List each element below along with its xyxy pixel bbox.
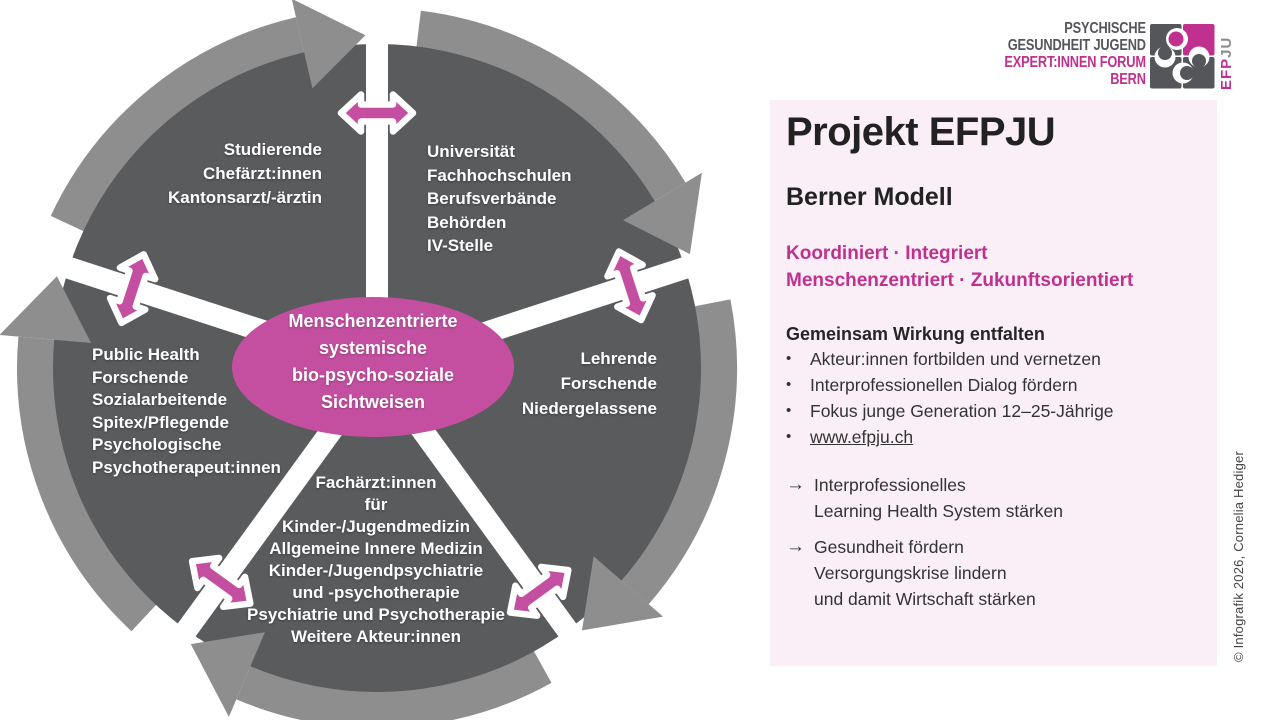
center-ellipse	[232, 297, 514, 437]
exchange-arrow-icon	[337, 91, 417, 135]
ring-arrowhead	[190, 632, 265, 717]
segment-top-left-stakeholders: Studierende Chefärzt:innen Kantonsarzt/-…	[168, 140, 322, 207]
bullet-text: Akteur:innen fortbilden und vernetzen	[810, 349, 1101, 369]
segment-right-stakeholders: Lehrende Forschende Niedergelassene	[521, 349, 657, 418]
project-info-panel: Projekt EFPJU Berner Modell Koordiniert …	[770, 100, 1217, 666]
center-ellipse-label: Menschenzentrierte systemische bio-psych…	[288, 311, 458, 412]
website-link[interactable]: www.efpju.ch	[810, 427, 914, 447]
outcome-text: Gesundheit fördern Versorgungskrise lind…	[814, 537, 1036, 609]
right-arrow-icon: →	[786, 536, 805, 557]
bullet-item: • Fokus junge Generation 12–25-Jährige	[786, 398, 1199, 424]
stakeholder-cycle-diagram	[0, 0, 737, 720]
page-title: Projekt EFPJU	[786, 110, 1056, 154]
puzzle-logo-icon	[1150, 24, 1215, 89]
bullet-item: • Interprofessionellen Dialog fördern	[786, 372, 1199, 398]
ring-arrowhead	[0, 276, 92, 343]
bullet-icon: •	[786, 376, 792, 393]
page-subtitle: Berner Modell	[786, 183, 953, 211]
credit-line: © Infografik 2026, Cornelia Hediger	[1231, 451, 1246, 662]
bullet-icon: •	[786, 402, 792, 419]
section-heading: Gemeinsam Wirkung entfalten	[786, 324, 1045, 344]
exchange-arrows	[106, 91, 656, 619]
logo-line: PSYCHISCHE	[1064, 20, 1146, 37]
ring-arrow-band	[413, 10, 686, 211]
outcome-item: → Gesundheit fördern Versorgungskrise li…	[786, 534, 1199, 612]
bullet-item: • www.efpju.ch	[786, 424, 1199, 450]
exchange-arrow-icon	[188, 554, 254, 611]
right-arrow-icon: →	[786, 474, 805, 495]
logo-line: EXPERT:INNEN FORUM	[1004, 54, 1147, 71]
cycle-ring-arrows	[17, 10, 737, 720]
bullet-text: Fokus junge Generation 12–25-Jährige	[810, 401, 1114, 421]
bullet-item: • Akteur:innen fortbilden und vernetzen	[786, 346, 1199, 372]
bullet-text: Interprofessionellen Dialog fördern	[810, 375, 1078, 395]
acronym-gray-part: JU	[1218, 36, 1235, 58]
spoke	[396, 400, 599, 668]
outcome-item: → Interprofessionelles Learning Health S…	[786, 472, 1199, 524]
segment-bottom-stakeholders: Fachärzt:innen für Kinder-/Jugendmedizin…	[247, 473, 505, 646]
segment-left-stakeholders: Public Health Forschende Sozialarbeitend…	[92, 345, 281, 477]
ring-arrow-band	[607, 299, 737, 605]
ring-arrowhead	[623, 172, 702, 255]
cycle-ring-arrowheads	[0, 0, 702, 717]
ring-arrow-band	[236, 635, 552, 720]
ring-arrowhead	[292, 0, 366, 89]
segment-top-right-stakeholders: Universität Fachhochschulen Berufsverbän…	[427, 142, 572, 255]
exchange-arrow-icon	[506, 563, 572, 619]
exchange-arrow-icon	[106, 251, 159, 327]
ring-arrowhead	[582, 556, 664, 631]
keywords-line: Koordiniert · Integriert Menschenzentrie…	[786, 243, 1134, 291]
logo-line: GESUNDHEIT JUGEND	[1007, 37, 1146, 54]
bullet-icon: •	[786, 350, 792, 367]
exchange-arrow-icon	[604, 248, 656, 324]
efpju-logo-wordmark: PSYCHISCHE GESUNDHEIT JUGEND EXPERT:INNE…	[1004, 20, 1147, 88]
acronym-pink-part: EFP	[1218, 57, 1235, 90]
ring-arrow-band	[17, 336, 169, 632]
bullet-icon: •	[786, 428, 792, 445]
outcome-text: Interprofessionelles Learning Health Sys…	[814, 475, 1064, 521]
logo-line: BERN	[1110, 71, 1146, 88]
ring-arrow-band	[50, 17, 309, 240]
spoke	[155, 400, 358, 668]
efpju-acronym-vertical: EFPJU	[1218, 24, 1235, 90]
